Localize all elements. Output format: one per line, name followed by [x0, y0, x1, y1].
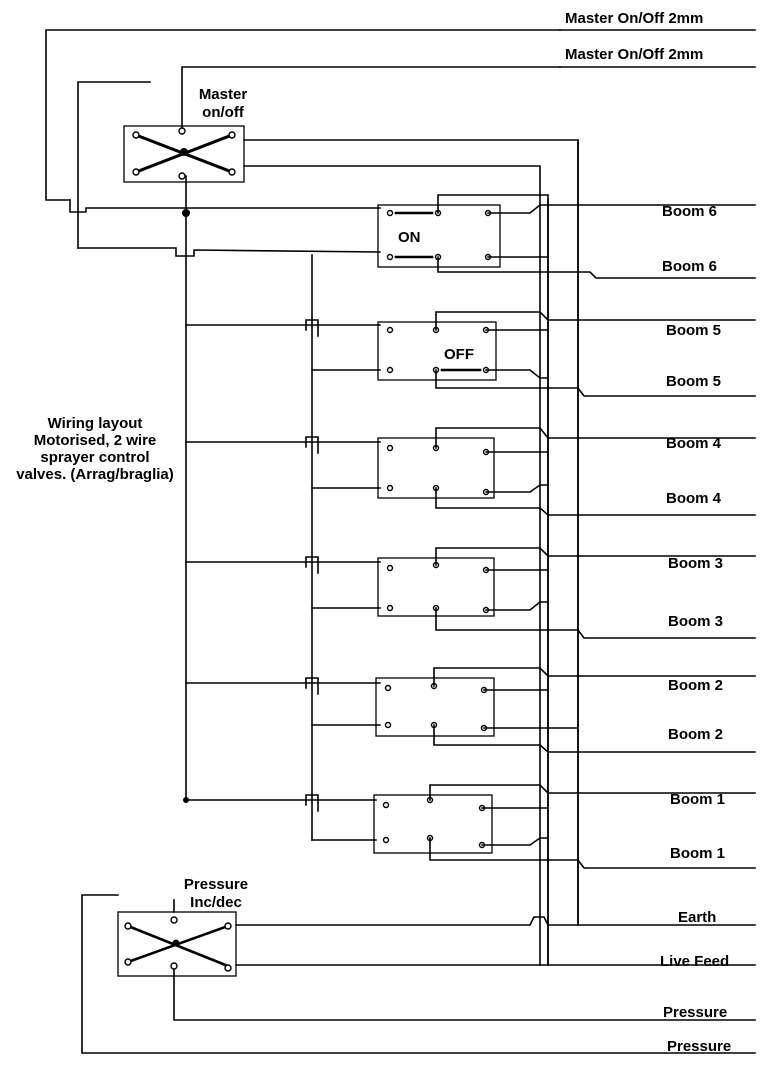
- pressure-label-1: Pressure: [663, 1004, 728, 1021]
- boom-switch-5: [377, 311, 756, 397]
- caption-line-3: sprayer control: [40, 449, 150, 466]
- master-switch-label-line-2: on/off: [202, 104, 244, 121]
- boom-6-label-b: Boom 6: [662, 258, 718, 275]
- master-switch-label-line-1: Master: [198, 86, 248, 103]
- boom-switch-1: [373, 784, 756, 869]
- boom-4-label-b: Boom 4: [666, 490, 722, 507]
- boom-switch-4: [377, 427, 756, 516]
- master-feed-wires: [45, 29, 756, 257]
- live-feed-label: Live Feed: [660, 953, 730, 970]
- master-on-off-label-2: Master On/Off 2mm: [565, 46, 704, 63]
- boom-3-label-a: Boom 3: [668, 555, 724, 572]
- boom-5-label-b: Boom 5: [666, 373, 722, 390]
- caption-line-4: valves. (Arrag/braglia): [16, 466, 174, 483]
- switch-on-label: ON: [398, 229, 421, 246]
- pressure-switch-label: Pressure Inc/dec: [170, 876, 262, 912]
- boom-6-label-a: Boom 6: [662, 203, 718, 220]
- boom-3-label-b: Boom 3: [668, 613, 724, 630]
- switch-off-label: OFF: [444, 346, 474, 363]
- pressure-label-2: Pressure: [667, 1038, 732, 1055]
- pressure-switch-label-line-1: Pressure: [183, 876, 249, 893]
- master-on-off-label-1: Master On/Off 2mm: [565, 10, 704, 27]
- master-switch-label: Master on/off: [178, 86, 268, 122]
- diagram-caption: Wiring layout Motorised, 2 wire sprayer …: [4, 415, 186, 483]
- caption-line-1: Wiring layout: [47, 415, 143, 432]
- boom-switch-3: [377, 547, 756, 639]
- pressure-switch: [81, 894, 756, 1054]
- boom-1-label-b: Boom 1: [670, 845, 726, 862]
- bus-trunks: [182, 139, 579, 966]
- boom-1-label-a: Boom 1: [670, 791, 726, 808]
- boom-2-label-b: Boom 2: [668, 726, 724, 743]
- pressure-switch-label-line-2: Inc/dec: [190, 894, 242, 911]
- boom-4-label-a: Boom 4: [666, 435, 722, 452]
- caption-line-2: Motorised, 2 wire: [33, 432, 157, 449]
- boom-2-label-a: Boom 2: [668, 677, 724, 694]
- boom-5-label-a: Boom 5: [666, 322, 722, 339]
- boom-switch-6: [377, 194, 756, 279]
- boom-switch-2: [375, 667, 756, 753]
- earth-label: Earth: [678, 909, 717, 926]
